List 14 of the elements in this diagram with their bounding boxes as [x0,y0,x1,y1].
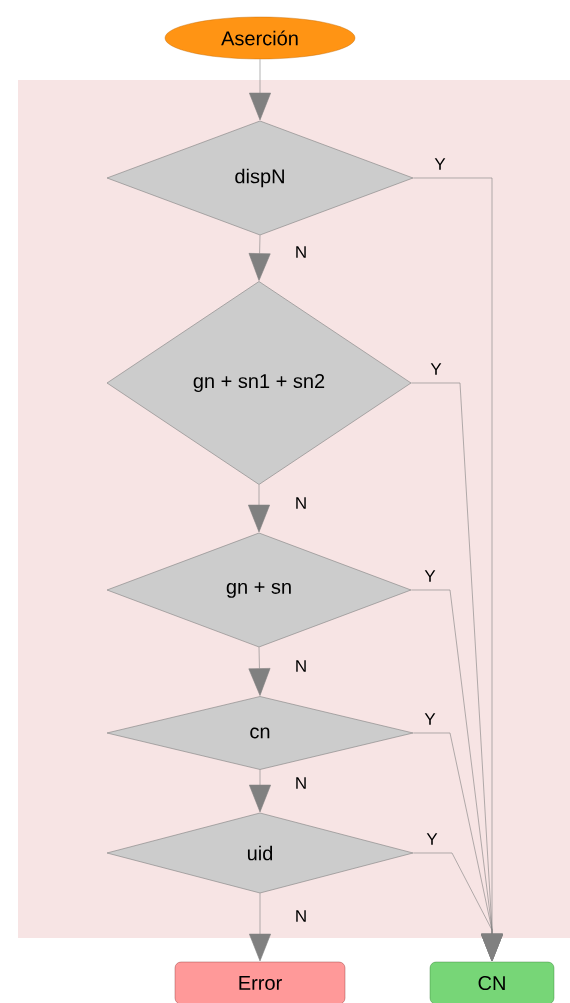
edge-label: Y [423,712,437,726]
edge-label: Y [429,362,443,376]
arrow [248,234,271,281]
arrow [412,852,503,962]
arrow [248,646,271,696]
arrow [248,484,270,533]
arrow [249,58,271,121]
result-box: CN [429,961,555,1003]
edge-label: Y [425,832,439,846]
arrow [249,892,271,962]
arrow [249,769,271,813]
edge-label: Y [433,157,447,171]
error-box: Error [174,961,346,1003]
edge-label: Y [423,569,437,583]
